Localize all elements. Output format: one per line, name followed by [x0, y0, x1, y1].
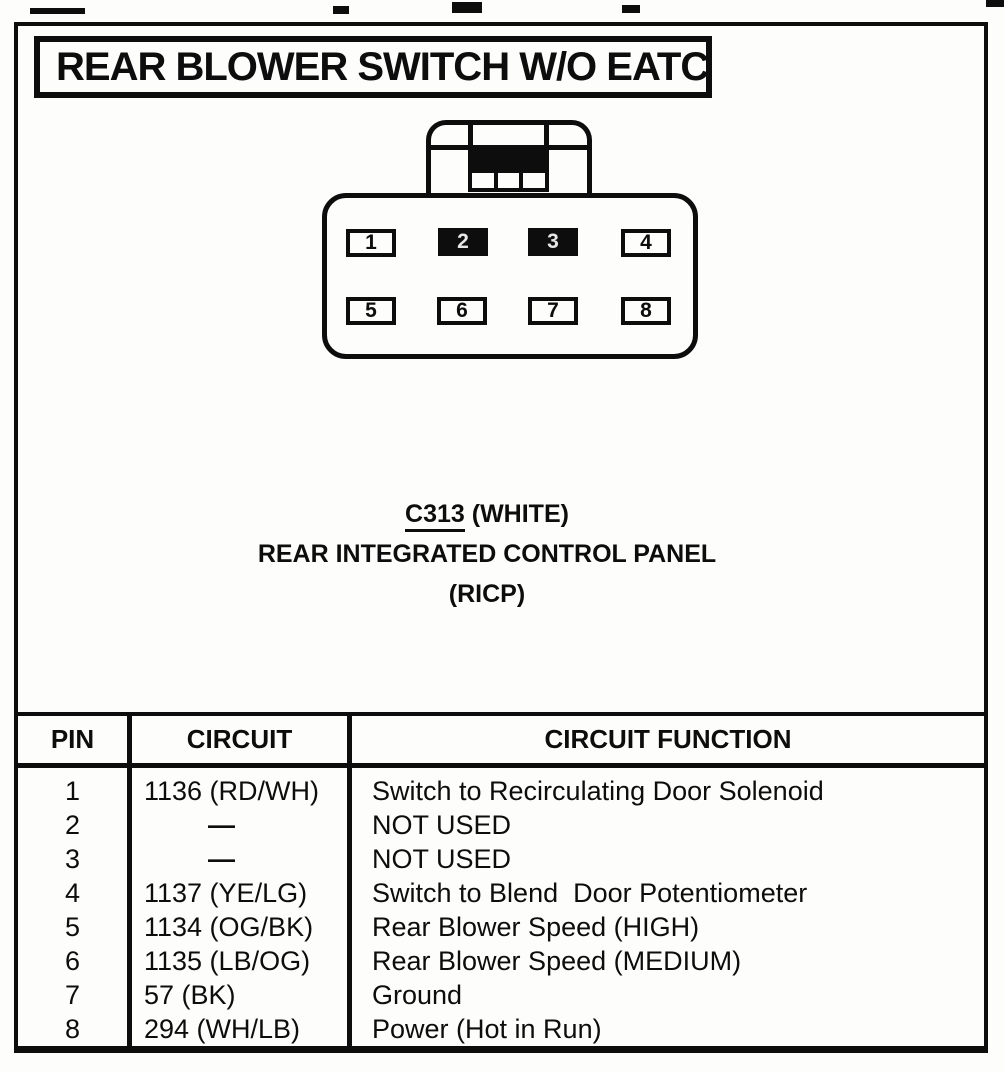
- pin-cell: 2: [64, 810, 81, 840]
- function-cell: Switch to Recirculating Door Solenoid: [372, 776, 824, 806]
- connector-body: [322, 193, 698, 359]
- function-cell: Ground: [372, 980, 463, 1010]
- circuit-cell: 294 (WH/LB): [144, 1014, 301, 1044]
- function-cell: Rear Blower Speed (MEDIUM): [372, 946, 742, 976]
- circuit-cell: 57 (BK): [144, 980, 236, 1010]
- pinout-table: PIN CIRCUIT CIRCUIT FUNCTION 1 1136 (RD/…: [14, 712, 988, 1053]
- table-column-divider: [127, 716, 132, 1046]
- connector-name: REAR INTEGRATED CONTROL PANEL: [257, 540, 717, 568]
- pin-number: 5: [365, 299, 377, 322]
- latch-cell: [493, 173, 520, 188]
- scan-artifact: [333, 6, 349, 14]
- function-cell: Power (Hot in Run): [372, 1014, 602, 1044]
- latch-cell: [472, 173, 494, 188]
- function-cell: NOT USED: [372, 810, 512, 840]
- table-row: 7 57 (BK) Ground: [18, 978, 984, 1012]
- pin-cell: 5: [64, 912, 81, 942]
- table-header-row: PIN CIRCUIT CIRCUIT FUNCTION: [18, 716, 984, 768]
- table-row: 2 — NOT USED: [18, 808, 984, 842]
- pin-number: 8: [640, 299, 652, 322]
- table-row: 4 1137 (YE/LG) Switch to Blend Door Pote…: [18, 876, 984, 910]
- pin-slot-6: 6: [437, 297, 487, 325]
- pin-slot-8: 8: [621, 297, 671, 325]
- latch-cell: [519, 173, 545, 188]
- pin-slot-2: 2: [438, 228, 488, 256]
- pin-number: 3: [547, 230, 559, 253]
- table-row: 1 1136 (RD/WH) Switch to Recirculating D…: [18, 774, 984, 808]
- scan-artifact: [30, 8, 85, 14]
- header-pin: PIN: [50, 724, 95, 754]
- circuit-cell: 1137 (YE/LG): [144, 878, 308, 908]
- pin-number: 2: [457, 230, 469, 253]
- connector-latch-bar: [468, 150, 549, 169]
- pin-cell: 8: [64, 1014, 81, 1044]
- pin-slot-7: 7: [528, 297, 578, 325]
- connector-code: C313: [405, 500, 465, 532]
- pin-slot-5: 5: [346, 297, 396, 325]
- connector-lock-tab: [426, 120, 592, 198]
- connector-tab-divider-left: [468, 123, 473, 147]
- pin-cell: 6: [64, 946, 81, 976]
- connector-latch-cells: [468, 169, 549, 192]
- circuit-cell: 1134 (OG/BK): [144, 912, 314, 942]
- table-row: 5 1134 (OG/BK) Rear Blower Speed (HIGH): [18, 910, 984, 944]
- connector-tab-divider-right: [544, 123, 549, 147]
- pin-slot-1: 1: [346, 229, 396, 257]
- connector-caption: C313 (WHITE) REAR INTEGRATED CONTROL PAN…: [14, 494, 960, 614]
- pin-number: 1: [365, 231, 377, 254]
- function-cell: NOT USED: [372, 844, 512, 874]
- connector-id-line: C313 (WHITE): [14, 494, 960, 534]
- header-circuit-function: CIRCUIT FUNCTION: [544, 724, 792, 754]
- connector-color: (WHITE): [471, 500, 569, 528]
- connector-tab-line: [429, 145, 589, 150]
- function-cell: Switch to Blend Door Potentiometer: [372, 878, 808, 908]
- pin-cell: 1: [64, 776, 81, 806]
- page-title: REAR BLOWER SWITCH W/O EATC: [56, 44, 709, 89]
- pin-number: 6: [456, 299, 468, 322]
- table-column-divider: [347, 716, 352, 1046]
- pin-cell: 4: [64, 878, 81, 908]
- table-row: 8 294 (WH/LB) Power (Hot in Run): [18, 1012, 984, 1046]
- table-body: 1 1136 (RD/WH) Switch to Recirculating D…: [18, 768, 984, 1046]
- pin-slot-4: 4: [621, 229, 671, 257]
- pin-cell: 7: [64, 980, 81, 1010]
- circuit-cell: —: [208, 810, 235, 840]
- header-circuit: CIRCUIT: [186, 724, 293, 754]
- pin-number: 4: [640, 231, 652, 254]
- function-cell: Rear Blower Speed (HIGH): [372, 912, 700, 942]
- scan-artifact: [622, 5, 640, 13]
- title-box: REAR BLOWER SWITCH W/O EATC: [34, 36, 712, 98]
- circuit-cell: —: [208, 844, 235, 874]
- circuit-cell: 1135 (LB/OG): [144, 946, 311, 976]
- pin-number: 7: [547, 299, 559, 322]
- connector-abbreviation: (RICP): [448, 580, 526, 608]
- scan-artifact: [452, 2, 482, 13]
- circuit-cell: 1136 (RD/WH): [144, 776, 320, 806]
- pin-cell: 3: [64, 844, 81, 874]
- table-row: 6 1135 (LB/OG) Rear Blower Speed (MEDIUM…: [18, 944, 984, 978]
- scan-artifact: [986, 0, 1004, 7]
- pin-slot-3: 3: [528, 228, 578, 256]
- table-row: 3 — NOT USED: [18, 842, 984, 876]
